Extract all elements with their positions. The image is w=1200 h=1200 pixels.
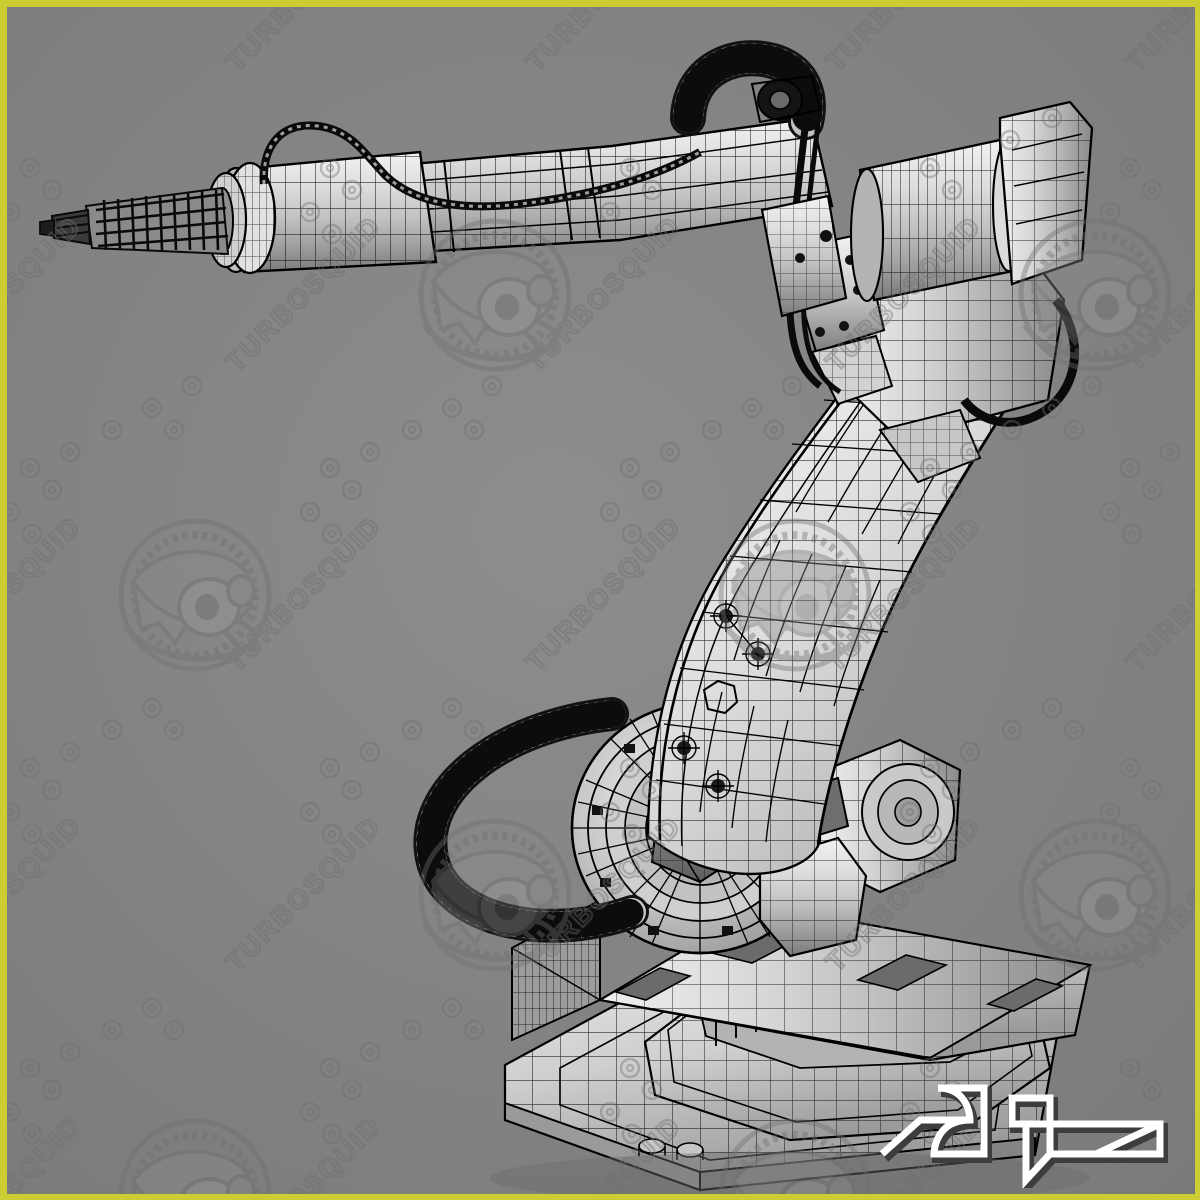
artist-signature-logo xyxy=(874,1076,1184,1188)
artist-signature-svg xyxy=(879,1084,1168,1188)
mid-joint-plate xyxy=(760,194,848,318)
wrist xyxy=(204,150,438,275)
tool-flange xyxy=(39,186,230,256)
tool-detail-wires xyxy=(95,189,229,251)
counterweight xyxy=(849,100,1094,303)
